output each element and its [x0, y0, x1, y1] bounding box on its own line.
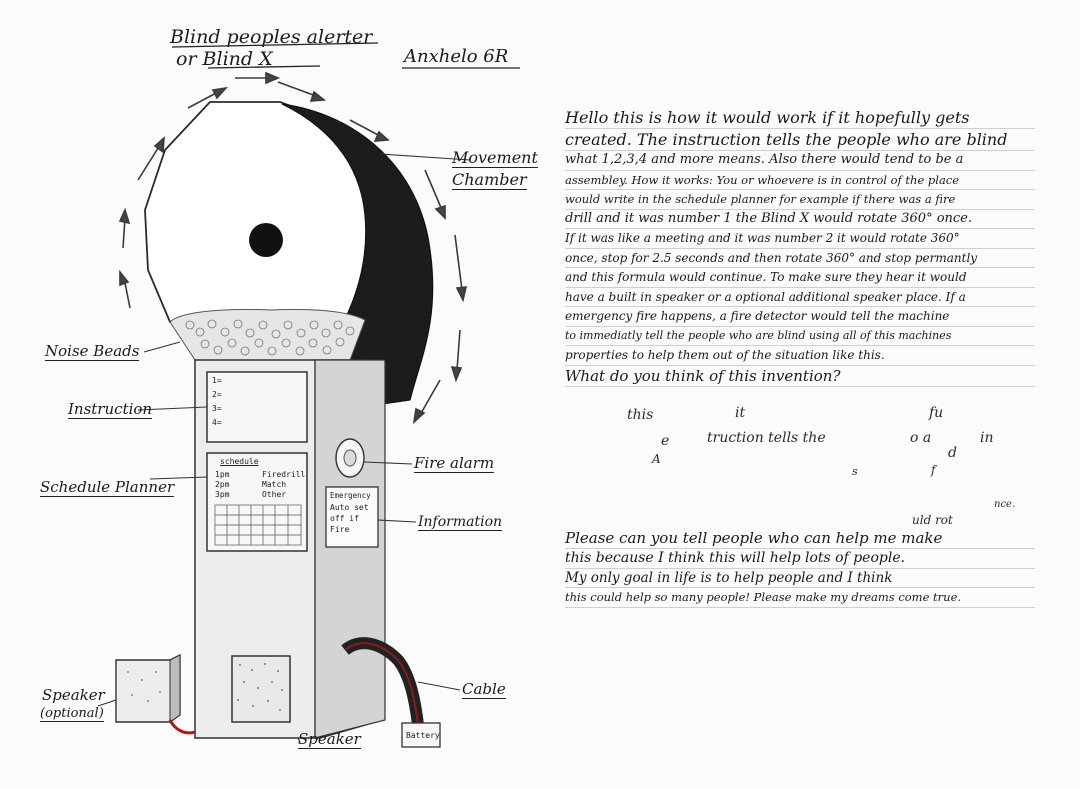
description-line: what 1,2,3,4 and more means. Also there …: [565, 151, 1035, 171]
description-line: to immediatly tell the people who are bl…: [565, 327, 1035, 346]
info-line-1: Emergency: [330, 491, 371, 500]
ghost-fragment: A: [652, 452, 661, 466]
rotation-arrows: [118, 71, 468, 425]
instruction-row-4: 4=: [212, 418, 222, 427]
description-line: What do you think of this invention?: [565, 366, 1035, 387]
label-fire-alarm: Fire alarm: [414, 454, 495, 473]
closing-line: this because I think this will help lots…: [565, 549, 1035, 569]
invention-drawing: Blind peoples alerter or Blind X Anxhelo…: [20, 20, 550, 770]
label-speaker-optional: Speaker: [42, 686, 105, 704]
speaker-dots: [237, 663, 283, 711]
label-optional: (optional): [40, 706, 104, 722]
instruction-row-3: 3=: [212, 404, 222, 413]
label-speaker: Speaker: [298, 730, 361, 749]
battery: [401, 722, 441, 748]
ghost-fragment: o a: [910, 430, 932, 446]
info-line-3: off if: [330, 514, 359, 523]
info-line-2: Auto set: [330, 503, 369, 512]
instruction-row-2: 2=: [212, 390, 222, 399]
center-dot: [249, 223, 283, 257]
optional-speaker: [115, 653, 181, 723]
schedule-time-2: 2pm: [215, 480, 230, 489]
label-schedule-planner: Schedule Planner: [40, 478, 175, 497]
label-instruction: Instruction: [68, 400, 153, 419]
description-text: Hello this is how it would work if it ho…: [565, 107, 1035, 387]
label-movement: Movement: [452, 148, 538, 168]
battery-label: Battery: [406, 731, 440, 740]
description-line: assembley. How it works: You or whoevere…: [565, 171, 1035, 190]
label-noise-beads: Noise Beads: [45, 342, 140, 361]
schedule-time-1: 1pm: [215, 470, 230, 479]
closing-line: My only goal in life is to help people a…: [565, 569, 1035, 588]
instruction-panel: [206, 371, 308, 443]
ghost-fragment: this: [627, 407, 654, 423]
information-panel: [325, 486, 379, 548]
info-line-4: Fire: [330, 525, 350, 534]
leader-lines: [97, 153, 471, 743]
description-line: created. The instruction tells the peopl…: [565, 129, 1035, 151]
description-line: If it was like a meeting and it was numb…: [565, 229, 1035, 249]
ghost-fragment: f: [931, 463, 936, 477]
schedule-panel: [206, 452, 308, 552]
description-line: and this formula would continue. To make…: [565, 268, 1035, 288]
title-line-2: or Blind X: [176, 48, 273, 70]
author-name: Anxhelo 6R: [404, 46, 509, 67]
ghost-fragment: s: [852, 465, 858, 478]
ghost-fragment: fu: [929, 405, 944, 421]
label-cable: Cable: [462, 680, 506, 699]
schedule-event-3: Other: [262, 490, 287, 499]
closing-line: Please can you tell people who can help …: [565, 528, 1035, 549]
label-information: Information: [418, 514, 503, 531]
description-line: would write in the schedule planner for …: [565, 190, 1035, 210]
description-line: properties to help them out of the situa…: [565, 346, 1035, 366]
ghost-fragment: truction tells the: [707, 430, 826, 446]
schedule-time-3: 3pm: [215, 490, 230, 499]
ghost-fragment: e: [661, 433, 670, 449]
description-line: have a built in speaker or a optional ad…: [565, 288, 1035, 307]
fire-alarm: [335, 438, 365, 478]
speaker-grille: [231, 655, 291, 723]
blind-x-sketch: [97, 42, 520, 748]
title-underlines: [171, 42, 520, 69]
title-line-1: Blind peoples alerter: [170, 26, 373, 48]
optional-speaker-wire: [168, 719, 196, 735]
noise-beads: [169, 309, 366, 361]
ghost-fragment: it: [735, 405, 746, 421]
description-line: emergency fire happens, a fire detector …: [565, 307, 1035, 327]
description-line: once, stop for 2.5 seconds and then rota…: [565, 249, 1035, 268]
schedule-event-1: Firedrill: [262, 470, 306, 479]
description-line: Hello this is how it would work if it ho…: [565, 107, 1035, 129]
ghost-fragment: uld rot: [912, 513, 953, 527]
description-line: drill and it was number 1 the Blind X wo…: [565, 210, 1035, 229]
ghost-fragment: nce.: [994, 499, 1016, 510]
calendar-grid: [214, 504, 302, 546]
schedule-event-2: Match: [262, 480, 287, 489]
schedule-heading: schedule: [220, 457, 259, 466]
label-chamber: Chamber: [452, 170, 527, 190]
ghost-fragment: in: [980, 430, 994, 446]
ghost-fragment: d: [948, 445, 957, 461]
closing-text: Please can you tell people who can help …: [565, 528, 1035, 608]
instruction-row-1: 1=: [212, 376, 222, 385]
movement-chamber: [281, 103, 434, 406]
closing-line: this could help so many people! Please m…: [565, 588, 1035, 608]
